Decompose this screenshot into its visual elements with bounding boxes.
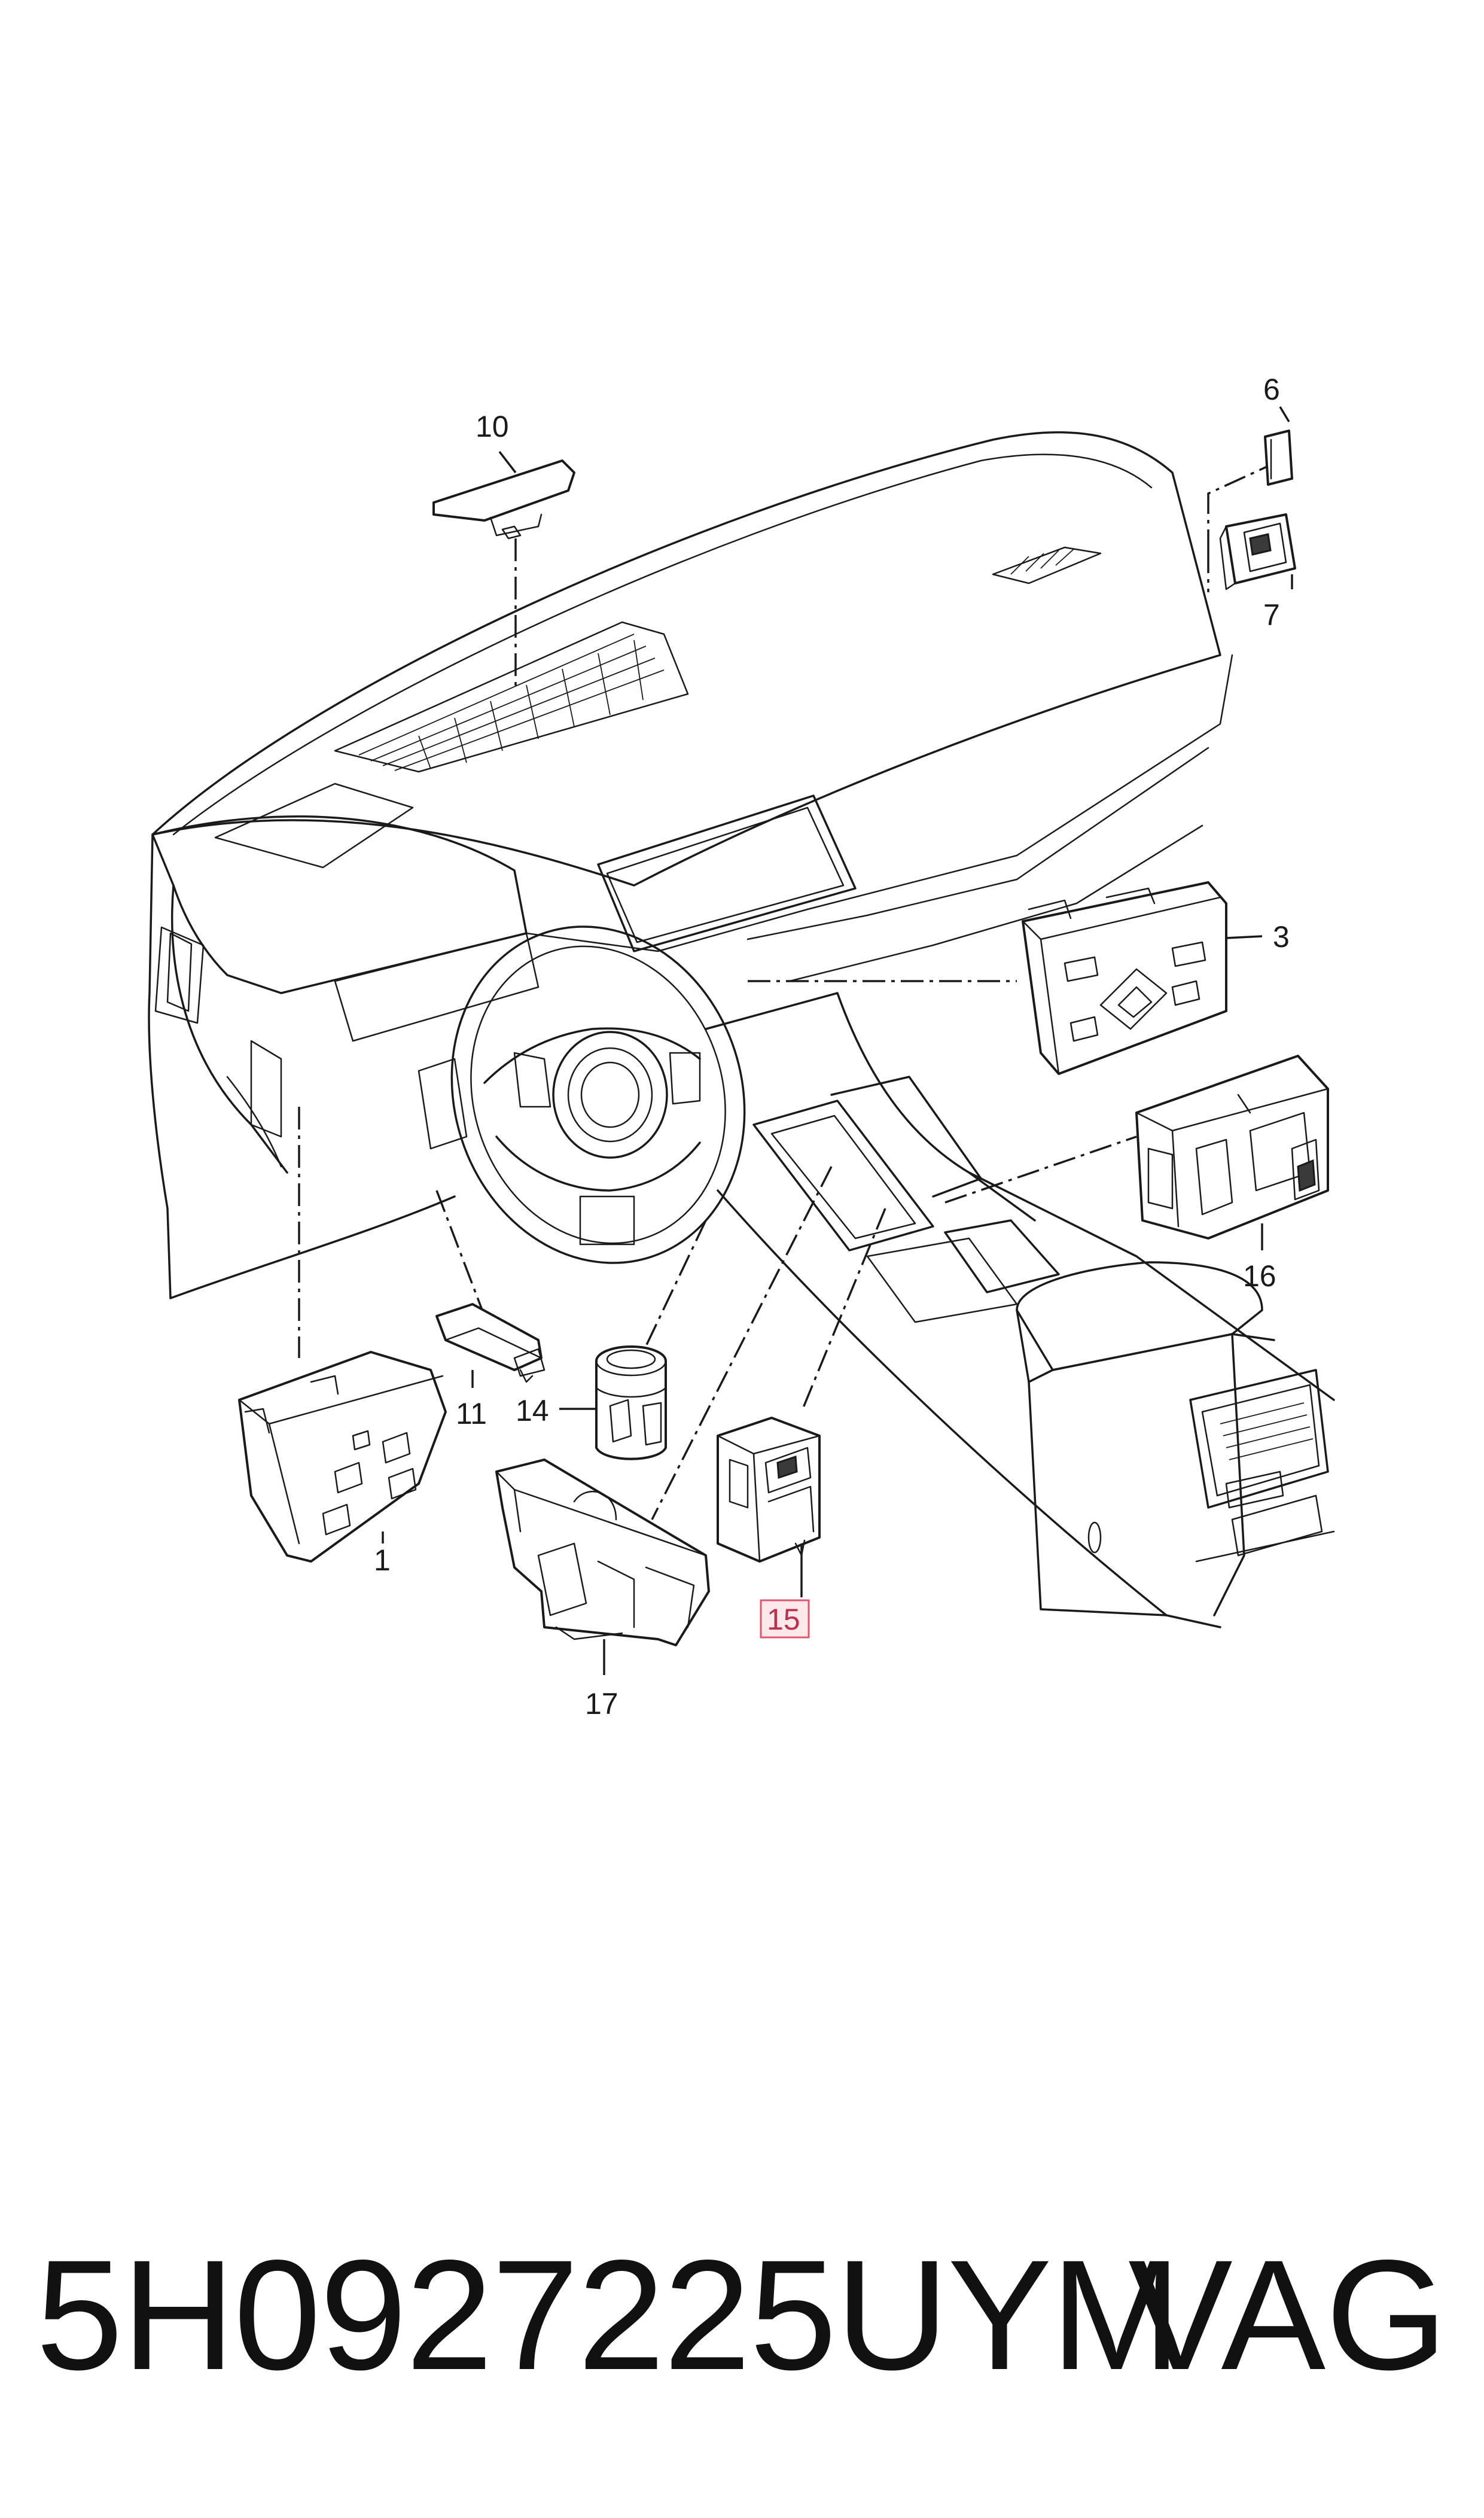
part-11-sensor: [435, 1303, 546, 1383]
callout-11: 11: [456, 1397, 487, 1430]
callout-10: 10: [476, 410, 509, 443]
callout-14: 14: [516, 1394, 549, 1427]
rear-console: [1016, 1261, 1335, 1616]
part-1-light-switch-panel: [238, 1351, 447, 1563]
steering-wheel: [450, 925, 746, 1264]
part-7-switch: [1219, 513, 1296, 590]
part-3-climate-panel: [1022, 881, 1227, 1075]
callout-labels: 1 3 6 7 10 11 14 16 17 15: [374, 373, 1290, 1721]
callout-17: 17: [585, 1687, 618, 1721]
callout-6: 6: [1263, 373, 1280, 406]
part-17-selector-unit: [495, 1459, 710, 1646]
callout-15: 15: [767, 1603, 800, 1636]
callout-16: 16: [1243, 1259, 1276, 1293]
callout-15-highlight-box: [760, 1599, 810, 1639]
part-number-bar: 5H0927225UYM VAG: [36, 2225, 1448, 2405]
defroster-grille: [358, 634, 665, 771]
part-6-switch-cap: [1264, 430, 1293, 486]
callout-ticks: [382, 406, 1293, 1675]
part-15-switch-module: [717, 1417, 821, 1563]
part-10-cover: [432, 459, 575, 540]
part-number-text: 5H0927225UYM: [36, 2227, 1181, 2403]
callout-7: 7: [1263, 598, 1280, 632]
part-16-epb-switch: [1135, 1055, 1329, 1240]
callout-1: 1: [374, 1543, 391, 1577]
part-14-start-button: [595, 1345, 667, 1460]
callout-3: 3: [1273, 920, 1290, 954]
leader-lines: [298, 459, 1281, 1520]
brand-text: VAG: [1128, 2227, 1448, 2403]
dashboard-outline: [148, 431, 1335, 1628]
